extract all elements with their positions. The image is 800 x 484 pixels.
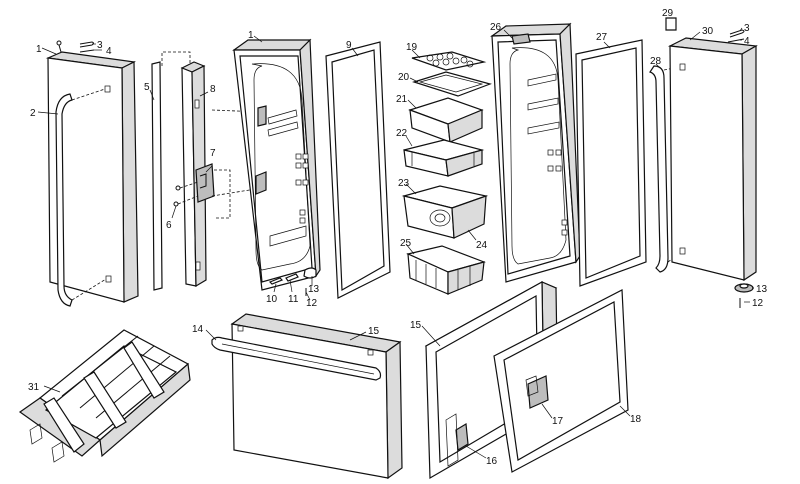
door-shelf-bin xyxy=(403,139,485,177)
left-door-liner xyxy=(232,38,321,291)
right-door-gasket xyxy=(575,39,647,287)
hinge-small-parts xyxy=(268,267,317,296)
left-door-gasket xyxy=(325,41,391,299)
callout-5: 5 xyxy=(144,82,150,93)
left-door-handle xyxy=(55,88,107,307)
callout-17: 17 xyxy=(552,416,564,427)
drawer-rail-assembly xyxy=(18,329,191,463)
callout-2: 2 xyxy=(30,108,36,119)
ice-bucket xyxy=(401,185,489,239)
callout-13-left: 13 xyxy=(308,284,320,295)
callout-12-left: 12 xyxy=(306,298,318,309)
crisper-basket xyxy=(406,245,486,295)
right-hinge-parts xyxy=(734,283,754,308)
door-gasket-strip xyxy=(151,61,163,291)
callout-21: 21 xyxy=(396,94,408,105)
callout-22: 22 xyxy=(396,128,408,139)
callout-3-left: 3 xyxy=(97,40,103,51)
callout-16: 16 xyxy=(486,456,498,467)
callout-30: 30 xyxy=(702,26,714,37)
callout-1-liner: 1 xyxy=(248,30,254,41)
callout-14: 14 xyxy=(192,324,204,335)
callout-12-right: 12 xyxy=(752,298,764,309)
left-door-outer xyxy=(45,40,139,303)
callout-27: 27 xyxy=(596,32,608,43)
freezer-drawer-gasket xyxy=(493,289,629,473)
callout-8: 8 xyxy=(210,84,216,95)
callout-31: 31 xyxy=(28,382,40,393)
callout-23: 23 xyxy=(398,178,410,189)
right-door-outer xyxy=(665,17,758,282)
callout-9: 9 xyxy=(346,40,352,51)
dairy-bin xyxy=(408,97,484,143)
callout-18: 18 xyxy=(630,414,642,425)
callout-1-left: 1 xyxy=(36,44,42,55)
callout-11: 11 xyxy=(288,294,299,305)
callout-26: 26 xyxy=(490,22,502,33)
callout-25: 25 xyxy=(400,238,412,249)
callout-29: 29 xyxy=(662,8,674,19)
callout-24: 24 xyxy=(476,240,488,251)
callout-13-right: 13 xyxy=(756,284,768,295)
dispenser-flap xyxy=(173,109,263,219)
callout-15-liner: 15 xyxy=(410,320,422,331)
callout-4-right: 4 xyxy=(744,36,750,47)
callout-15-front: 15 xyxy=(368,326,380,337)
callout-3-right: 3 xyxy=(744,23,750,34)
egg-tray xyxy=(411,51,487,71)
callout-7: 7 xyxy=(210,148,216,159)
freezer-drawer-handle xyxy=(211,336,382,381)
leader-lines xyxy=(37,27,754,459)
callout-19: 19 xyxy=(406,42,418,53)
right-door-liner xyxy=(490,22,581,283)
dairy-cover xyxy=(412,71,492,97)
callout-4-left: 4 xyxy=(106,46,112,57)
callout-28: 28 xyxy=(650,56,662,67)
callout-20: 20 xyxy=(398,72,410,83)
callout-labels: 1 1 2 3 3 4 4 5 6 7 8 9 10 11 12 12 13 1… xyxy=(28,8,768,467)
hinge-pin-left xyxy=(79,41,95,53)
freezer-drawer-front xyxy=(230,313,403,480)
callout-6: 6 xyxy=(166,220,172,231)
callout-10: 10 xyxy=(266,294,278,305)
